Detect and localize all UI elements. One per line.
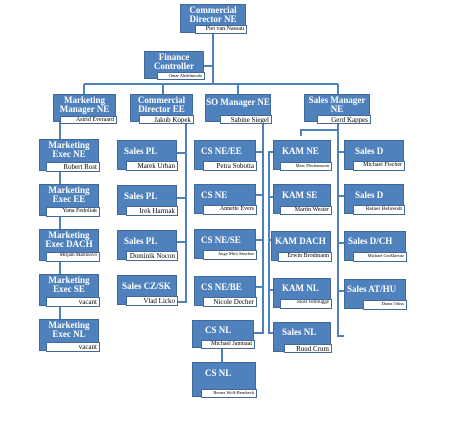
node-title: Marketing Manager NE xyxy=(59,95,110,115)
node-cs-ne: CS NE Annette Evers xyxy=(194,184,257,215)
node-sales-cz-sk: Sales CZ/SK Vlad Licko xyxy=(117,275,178,306)
node-name: Astrid Everaard xyxy=(60,116,117,124)
node-cs-ne-be: CS NE/BE Nicole Decher xyxy=(194,276,257,307)
node-finance-controller: Finance Controller Omar Abdelmoula xyxy=(144,51,205,80)
node-sales-pl-2: Sales PL Irek Harmak xyxy=(117,185,178,216)
node-title: Sales D xyxy=(355,146,384,156)
node-title: KAM SE xyxy=(282,190,318,200)
node-title: Marketing Exec DACH xyxy=(45,230,93,250)
node-sales-d-1: Sales D Michael Fischer xyxy=(344,140,405,171)
node-sales-manager-ne: Sales Manager NE Gerd Kappes xyxy=(304,94,371,124)
node-title: Sales PL xyxy=(124,191,158,201)
node-title: CS NL xyxy=(205,368,232,378)
node-cs-nl-1: CS NL Michael Janmaat xyxy=(192,320,255,349)
node-title: KAM DACH xyxy=(275,236,326,246)
node-title: Sales AT/HU xyxy=(347,284,397,294)
node-sales-pl-1: Sales PL Marek Urban xyxy=(117,140,178,171)
node-marketing-exec-nl: Marketing Exec NL vacant xyxy=(39,319,100,352)
node-name: Diana Ottiss xyxy=(363,300,407,310)
node-title: Sales PL xyxy=(124,146,158,156)
node-marketing-exec-se: Marketing Exec SE vacant xyxy=(39,274,100,307)
node-kam-dach: KAM DACH Erwin Brodmann xyxy=(271,231,332,262)
node-marketing-exec-ee: Marketing Exec EE Yana Fedoliak xyxy=(39,184,100,217)
node-name: Dominik Nocon xyxy=(126,251,178,261)
node-marketing-exec-dach: Marketing Exec DACH Mirjam Martinovo xyxy=(39,229,100,262)
node-name: Erwin Brodmann xyxy=(278,252,332,262)
node-so-manager-ne: SO Manager NE Sabine Siegel xyxy=(205,94,272,124)
node-name: Jorge Mirò Sànchez xyxy=(203,250,257,260)
node-name: Robert Rost xyxy=(46,162,100,172)
node-name: Ruud Crum xyxy=(284,344,332,353)
node-title: Marketing Exec EE xyxy=(48,185,90,205)
node-name: Irek Harmak xyxy=(126,206,178,216)
node-sales-at-hu: Sales AT/HU Diana Ottiss xyxy=(344,279,407,310)
node-title: Sales NL xyxy=(282,327,317,337)
node-title: Sales D/CH xyxy=(348,236,393,246)
node-cs-ne-se: CS NE/SE Jorge Mirò Sànchez xyxy=(194,229,257,260)
node-name: vacant xyxy=(46,342,100,352)
node-sales-d-ch: Sales D/CH Michael Großkreutz xyxy=(344,231,407,262)
node-title: Sales D xyxy=(355,190,384,200)
node-title: Sales Manager NE xyxy=(308,95,366,115)
node-name: Martin Wester xyxy=(280,206,332,215)
node-title: KAM NL xyxy=(282,283,319,293)
node-sales-d-2: Sales D Reiner Behrendt xyxy=(344,184,405,215)
node-title: KAM NE xyxy=(282,146,319,156)
node-name: Jakub Kopek xyxy=(139,115,194,124)
node-name: Sabine Siegel xyxy=(220,115,272,124)
node-title: Finance Controller xyxy=(153,52,195,72)
node-name: Michael Janmaat xyxy=(201,340,255,349)
node-cs-ne-ee: CS NE/EE Petra Sobotta xyxy=(194,140,257,171)
node-name: Michael Fischer xyxy=(353,161,405,171)
node-title: CS NL xyxy=(205,325,232,335)
node-title: Marketing Exec NL xyxy=(48,320,90,340)
node-title: Sales PL xyxy=(124,236,158,246)
node-name: Nicole Decher xyxy=(203,297,257,307)
node-kam-nl: KAM NL Joost Verbrugge xyxy=(273,278,332,309)
node-title: Commercial Director EE xyxy=(137,95,186,115)
node-marketing-exec-ne: Marketing Exec NE Robert Rost xyxy=(39,139,100,172)
node-sales-pl-3: Sales PL Dominik Nocon xyxy=(117,230,178,261)
node-name: Omar Abdelmoula xyxy=(157,72,205,80)
node-name: Marc Pleckenstein xyxy=(280,162,332,171)
node-cs-nl-2: CS NL Reiner Wolf-Bernbeck xyxy=(192,362,257,398)
node-name: Annette Evers xyxy=(203,205,257,215)
node-title: SO Manager NE xyxy=(206,97,270,107)
node-name: Gerd Kappes xyxy=(317,115,371,124)
node-name: vacant xyxy=(46,297,100,307)
node-commercial-director-ee: Commercial Director EE Jakub Kopek xyxy=(130,94,194,124)
node-name: Michael Großkreutz xyxy=(353,252,407,262)
node-title: Marketing Exec SE xyxy=(48,275,90,295)
node-marketing-manager-ne: Marketing Manager NE Astrid Everaard xyxy=(53,94,117,124)
node-title: CS NE/BE xyxy=(201,282,242,292)
node-name: Marek Urban xyxy=(126,161,178,171)
node-commercial-director-ne: Commercial Director NE Piet van Nassau xyxy=(180,4,247,34)
node-name: Reiner Wolf-Bernbeck xyxy=(201,389,257,398)
node-title: CS NE xyxy=(201,190,228,200)
node-name: Vlad Licko xyxy=(126,296,178,306)
node-name: Reiner Behrendt xyxy=(353,205,405,215)
node-title: CS NE/SE xyxy=(201,235,241,245)
node-title: CS NE/EE xyxy=(201,146,242,156)
node-name: Yana Fedoliak xyxy=(46,207,100,217)
node-kam-ne: KAM NE Marc Pleckenstein xyxy=(273,140,332,171)
node-name: Joost Verbrugge xyxy=(280,299,332,309)
node-name: Piet van Nassau xyxy=(195,25,247,34)
node-title: Commercial Director NE xyxy=(189,5,237,25)
node-name: Petra Sobotta xyxy=(203,161,257,171)
node-title: Sales CZ/SK xyxy=(122,281,171,291)
node-name: Mirjam Martinovo xyxy=(46,252,100,262)
node-kam-se: KAM SE Martin Wester xyxy=(273,184,332,215)
node-sales-nl: Sales NL Ruud Crum xyxy=(273,322,332,353)
node-title: Marketing Exec NE xyxy=(48,140,90,160)
